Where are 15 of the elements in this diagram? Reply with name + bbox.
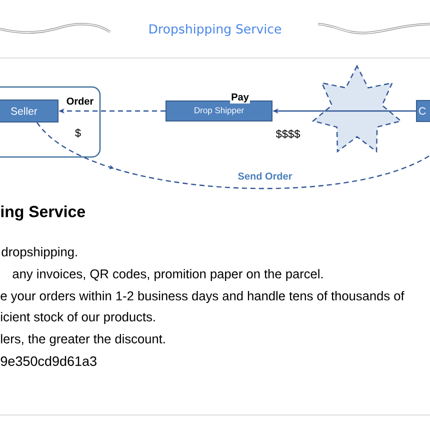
title: Dropshipping Service [150,24,282,36]
process-box: Seller [0,100,58,122]
text-line: any invoices, QR codes, promition paper on the parcel. [12,269,323,281]
text-line: lers, the greater the discount. [1,334,165,346]
heading: ing Service [1,206,85,220]
text-line: e your orders within 1-2 business days and handle tens of thousands of [0,291,404,303]
price-label: $$$$ [276,130,300,138]
edge-label: Pay [230,92,250,104]
contact-text: 9e350cd9d61a3 [0,356,96,366]
edge-label: Send Order [236,171,294,181]
arrow [36,122,430,190]
price-label: $ [75,128,81,138]
text-line: dropshipping. [2,247,77,259]
process-box: C [416,100,430,122]
text-line: icient stock of our products. [1,312,155,324]
